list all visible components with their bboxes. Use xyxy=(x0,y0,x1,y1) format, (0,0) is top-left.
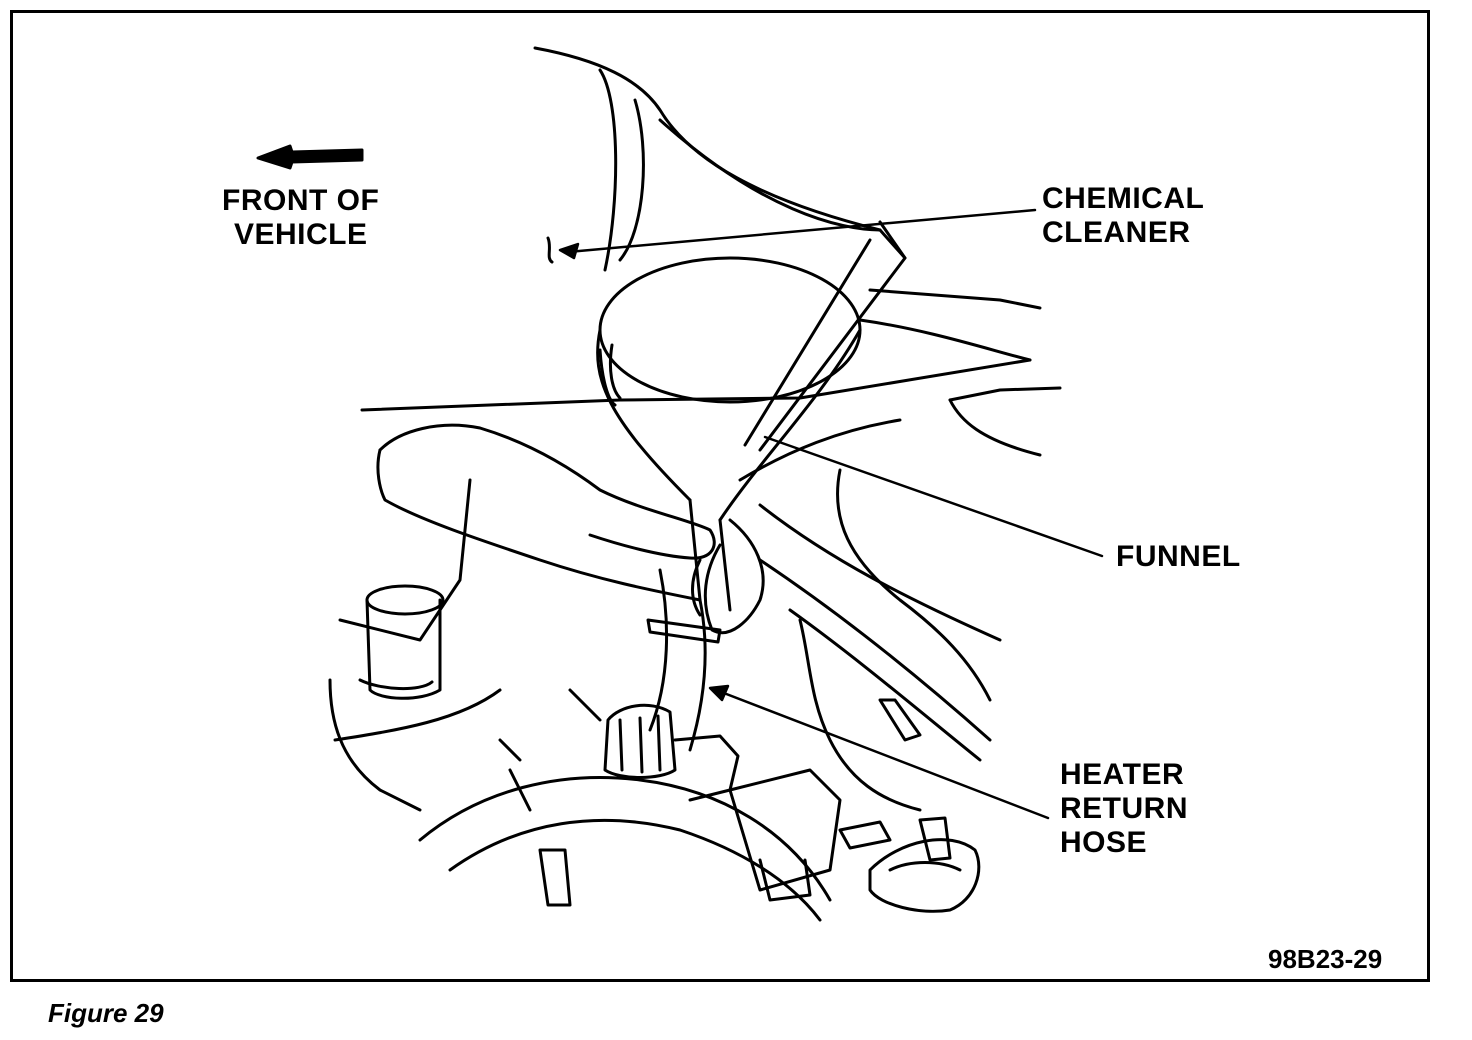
chemical-cleaner-leader xyxy=(566,208,1037,254)
funnel-label: FUNNEL xyxy=(1116,540,1241,574)
chemical-cleaner-arrowhead xyxy=(558,242,580,260)
heater-return-hose-line-2: RETURN xyxy=(1060,792,1188,825)
chemical-cleaner-line-1: CHEMICAL xyxy=(1042,182,1205,215)
heater-return-hose-label: HEATER RETURN HOSE xyxy=(1060,758,1188,860)
front-arrow-icon xyxy=(256,144,364,170)
funnel-leader xyxy=(763,435,1104,558)
chemical-cleaner-line-2: CLEANER xyxy=(1042,216,1191,249)
front-of-vehicle-line-1: FRONT OF xyxy=(222,184,380,217)
chemical-cleaner-label: CHEMICAL CLEANER xyxy=(1042,182,1204,250)
hand xyxy=(376,423,765,635)
heater-return-hose xyxy=(646,568,722,752)
engine-components xyxy=(418,618,981,922)
figure-code: 98B23-29 xyxy=(1268,944,1383,974)
front-of-vehicle-label: FRONT OF VEHICLE xyxy=(222,184,379,252)
heater-hose-arrowhead xyxy=(708,684,730,702)
hood-lines xyxy=(360,288,1062,762)
heater-hose-leader xyxy=(714,688,1050,820)
heater-return-hose-line-3: HOSE xyxy=(1060,826,1148,859)
figure-caption: Figure 29 xyxy=(48,998,164,1028)
heater-return-hose-line-1: HEATER xyxy=(1060,758,1185,791)
funnel xyxy=(596,256,862,612)
diagram-frame xyxy=(10,10,1430,982)
funnel-label-text: FUNNEL xyxy=(1116,540,1241,573)
coolant-reservoir xyxy=(328,478,502,812)
front-of-vehicle-line-2: VEHICLE xyxy=(234,218,368,251)
leader-lines xyxy=(558,208,1104,820)
radiator-cap xyxy=(603,703,740,802)
